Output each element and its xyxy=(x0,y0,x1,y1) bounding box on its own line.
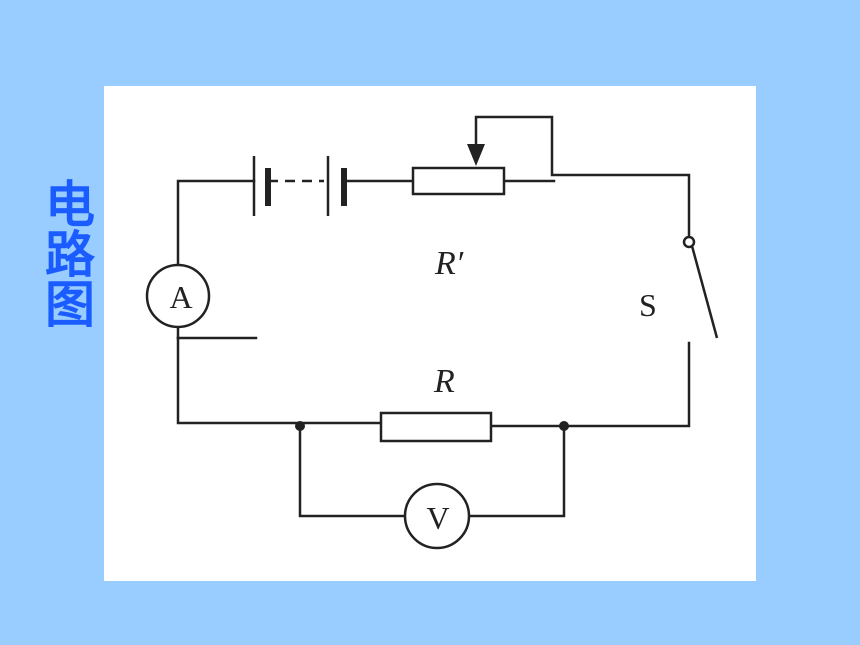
wire-voltmeter-left xyxy=(298,421,408,518)
voltmeter xyxy=(403,482,471,550)
rheostat-slider-arrow xyxy=(467,144,485,166)
battery xyxy=(252,156,347,216)
circuit-diagram-panel: A V R′ R S xyxy=(104,86,756,581)
circuit-diagram: A V R′ R S xyxy=(145,115,719,550)
rheostat-label: R′ xyxy=(434,245,464,282)
rheostat xyxy=(411,166,506,196)
resistor-label: R xyxy=(433,363,455,400)
ammeter-label: A xyxy=(169,279,192,315)
page-title: 电路图 xyxy=(37,178,95,328)
wire-left-bottom xyxy=(176,336,383,425)
junction-left xyxy=(295,421,305,431)
wire-voltmeter-right xyxy=(466,424,566,518)
ammeter xyxy=(145,263,211,329)
junction-right xyxy=(559,421,569,431)
wire-right-bottom xyxy=(562,341,691,428)
resistor xyxy=(379,411,493,443)
switch-label: S xyxy=(639,287,657,323)
wire-left-top xyxy=(176,179,258,340)
switch xyxy=(682,235,719,339)
voltmeter-label: V xyxy=(426,500,449,536)
wire-slider xyxy=(474,115,691,238)
